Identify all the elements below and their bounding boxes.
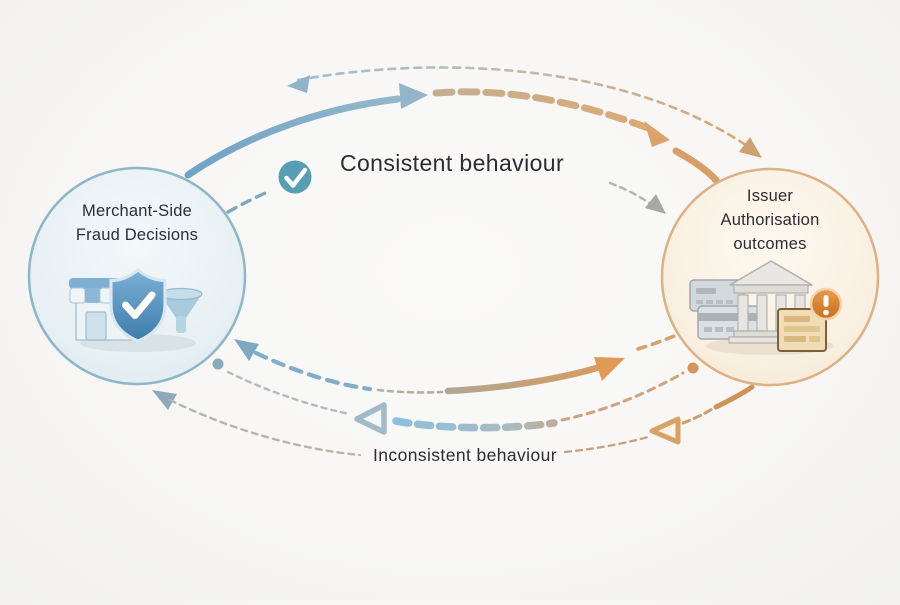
- b1-gray-dashes: [376, 388, 444, 394]
- inconsistent-behaviour-label: Inconsistent behaviour: [373, 445, 557, 465]
- merchant-node: [27, 166, 247, 386]
- b1-blue-dashes: [253, 350, 373, 392]
- check-circle-icon: [278, 160, 312, 194]
- merchant-illustration: [69, 267, 203, 352]
- issuer-node-label: Issuer Authorisation outcomes: [668, 184, 872, 256]
- inner-arc-right: [608, 181, 654, 207]
- funnel-icon: [159, 287, 203, 333]
- issuer-node: [660, 167, 880, 387]
- main-arc-blue-segment: [184, 95, 402, 179]
- merchant-label-line2: Fraud Decisions: [75, 226, 199, 244]
- b1-solid-segment: [444, 363, 604, 395]
- arrowhead-blue-icon: [399, 83, 428, 109]
- dot-orange-icon: [687, 362, 699, 374]
- main-arc-dashed-segment: [432, 88, 652, 132]
- inner-arc-left: [226, 189, 272, 214]
- document-icon: [777, 308, 827, 352]
- merchant-node-label: Merchant-Side Fraud Decisions: [35, 199, 239, 247]
- inconsistent-arcs: [152, 330, 755, 457]
- arrowhead-gray-left-icon: [152, 390, 177, 410]
- hollow-triangle-blue-icon: [354, 402, 387, 435]
- arrowhead-left-icon: [287, 75, 310, 93]
- issuer-label-line2: Authorisation: [720, 211, 820, 229]
- hollow-triangle-orange-icon: [649, 416, 681, 445]
- arrowhead-blue-left-icon: [234, 339, 259, 361]
- arrowhead-right-icon: [739, 137, 762, 158]
- b2-thin-dashes-left: [226, 370, 352, 416]
- dot-blue-icon: [212, 358, 224, 370]
- arrowhead-orange-icon: [644, 121, 670, 147]
- issuer-illustration: [689, 260, 843, 355]
- b3-dashes-right: [563, 435, 650, 454]
- consistent-arcs: [184, 66, 762, 214]
- consistent-behaviour-label: Consistent behaviour: [339, 150, 565, 176]
- b3-solid-segment: [713, 384, 755, 410]
- b3-dashes-left: [168, 398, 362, 457]
- warning-badge-icon: [809, 287, 843, 321]
- b2-thick-dashes: [392, 417, 558, 432]
- b1-orange-dashes: [636, 330, 686, 351]
- merchant-label-line1: Merchant-Side: [82, 202, 192, 220]
- b3-small-dashes: [681, 407, 714, 425]
- main-arc-orange-segment: [672, 147, 720, 184]
- shield-check-icon: [109, 267, 167, 343]
- arrowhead-orange-right-icon: [594, 357, 625, 381]
- issuer-label-line3: outcomes: [733, 235, 807, 253]
- b2-thin-dashes-right: [560, 371, 685, 422]
- outer-top-arc: [296, 66, 755, 152]
- issuer-label-line1: Issuer: [746, 187, 794, 205]
- arrowhead-gray-icon: [645, 194, 666, 214]
